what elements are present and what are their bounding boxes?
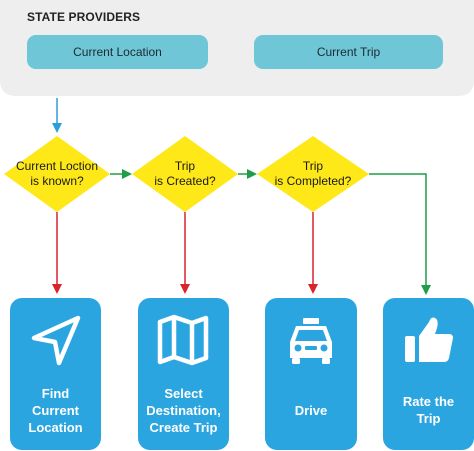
decision-label-1: Current Loction is known? [15, 159, 99, 188]
map-icon [138, 312, 229, 368]
decision-label-3: Trip is Completed? [274, 159, 352, 188]
yes-arrow-3 [369, 173, 431, 295]
action-label: Rate the Trip [402, 394, 455, 426]
decision-diamond-1 [4, 136, 110, 212]
action-card-rate-trip: Rate the Trip [383, 298, 474, 450]
action-label: Drive [294, 402, 328, 418]
provider-current-trip: Current Trip [254, 35, 443, 69]
action-card-find-location: Find Current Location [10, 298, 101, 450]
action-label: Find Current Location [28, 385, 83, 435]
action-card-drive: Drive [265, 298, 357, 450]
action-card-select-destination: Select Destination, Create Trip [138, 298, 229, 450]
decision-label-2: Trip is Created? [154, 159, 216, 188]
decision-diamond-3 [257, 136, 369, 212]
taxi-icon [265, 312, 357, 368]
action-label: Select Destination, Create Trip [146, 385, 221, 435]
decision-diamond-2 [132, 136, 238, 212]
provider-current-location: Current Location [27, 35, 208, 69]
thumbs-up-icon [383, 312, 474, 368]
navigation-arrow-icon [10, 312, 101, 368]
state-providers-title: STATE PROVIDERS [27, 10, 141, 24]
state-providers-panel [0, 0, 474, 96]
